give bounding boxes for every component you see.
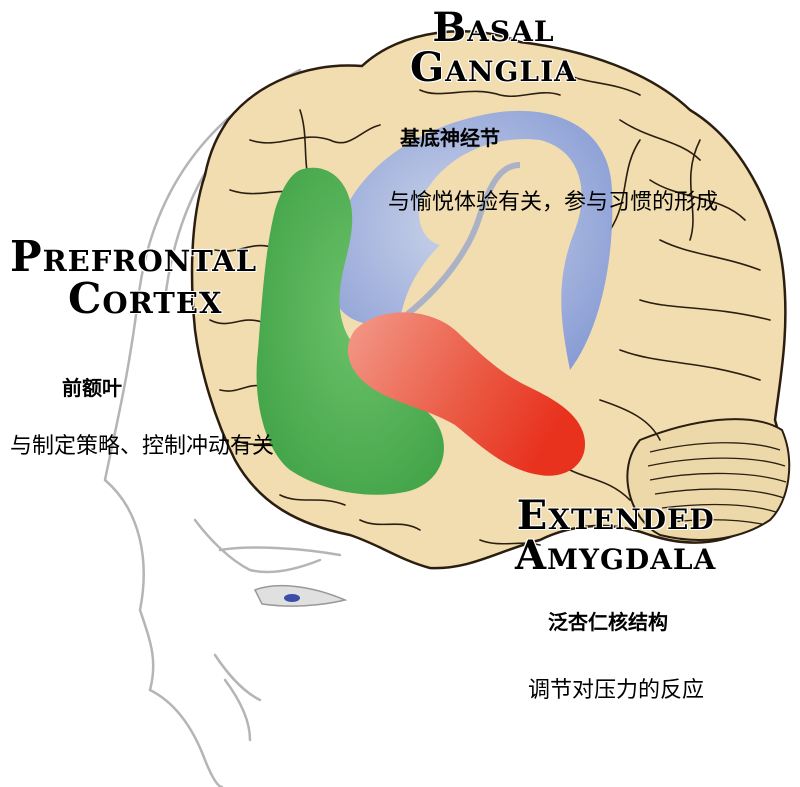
extended-amygdala-title-line1: Extended — [516, 492, 715, 539]
cerebellum-folds — [647, 442, 787, 525]
prefrontal-cortex-region — [256, 167, 444, 495]
prefrontal-cortex-title-line2: Cortex — [68, 274, 223, 323]
eye-shape — [253, 584, 348, 607]
basal-ganglia-title: Basal Ganglia — [410, 8, 577, 88]
basal-ganglia-chinese-name: 基底神经节 — [400, 126, 500, 150]
cerebellum-shape — [626, 418, 791, 541]
prefrontal-cortex-title: Prefrontal Cortex — [10, 236, 257, 320]
basal-ganglia-region — [330, 110, 613, 370]
basal-ganglia-description: 与愉悦体验有关，参与习惯的形成 — [388, 190, 719, 215]
basal-ganglia-title-line1: Basal — [432, 4, 555, 51]
brain-folds — [209, 69, 771, 546]
extended-amygdala-chinese-name: 泛杏仁核结构 — [548, 610, 668, 634]
prefrontal-cortex-title-line1: Prefrontal — [10, 232, 258, 281]
extended-amygdala-region — [347, 312, 586, 476]
basal-ganglia-title-line2: Ganglia — [410, 44, 577, 91]
extended-amygdala-title-line2: Amygdala — [515, 532, 717, 579]
extended-amygdala-title: Extended Amygdala — [515, 496, 716, 576]
prefrontal-cortex-description: 与制定策略、控制冲动有关 — [10, 434, 275, 459]
extended-amygdala-description: 调节对压力的反应 — [528, 678, 705, 703]
prefrontal-cortex-chinese-name: 前额叶 — [62, 376, 122, 400]
